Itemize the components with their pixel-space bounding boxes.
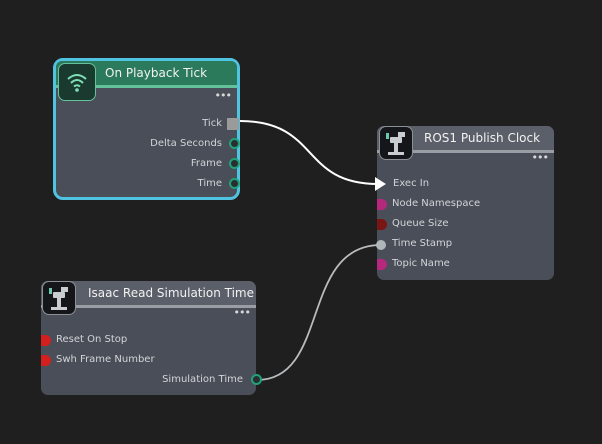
wire-tick-to-exec-in[interactable]	[239, 120, 379, 185]
node-header[interactable]	[41, 281, 256, 308]
node-title: Isaac Read Simulation Time	[88, 286, 254, 300]
node-title: On Playback Tick	[105, 66, 208, 80]
port-label-tick: Tick	[202, 118, 222, 129]
wire-simtime-to-timestamp[interactable]	[256, 244, 382, 381]
node-menu-button[interactable]: •••	[531, 151, 549, 164]
port-label-swh-frame-number: Swh Frame Number	[56, 354, 155, 365]
port-label-simulation-time: Simulation Time	[162, 374, 243, 385]
queue-size-pin[interactable]	[377, 219, 387, 230]
port-label-queue-size: Queue Size	[392, 218, 449, 229]
port-label-node-namespace: Node Namespace	[392, 198, 481, 209]
wireless-broadcast-icon	[58, 63, 96, 101]
port-label-delta-seconds: Delta Seconds	[150, 138, 222, 149]
node-menu-button[interactable]: •••	[233, 306, 251, 319]
node-namespace-pin[interactable]	[377, 199, 387, 210]
delta-seconds-output-pin[interactable]	[229, 138, 240, 149]
port-label-time-stamp: Time Stamp	[392, 238, 453, 249]
exec-in-pin[interactable]	[375, 177, 386, 191]
time-stamp-pin[interactable]	[376, 240, 386, 250]
on-playback-tick-node[interactable]: On Playback Tick ••• Tick Delta Seconds …	[53, 58, 240, 200]
robot-arm-icon	[379, 126, 413, 160]
tick-output-pin[interactable]	[227, 118, 239, 130]
time-output-pin[interactable]	[229, 178, 240, 189]
simulation-time-output-pin[interactable]	[251, 374, 262, 385]
port-label-topic-name: Topic Name	[392, 258, 450, 269]
swh-frame-number-pin[interactable]	[41, 355, 51, 366]
isaac-read-simulation-time-node[interactable]: Isaac Read Simulation Time ••• Reset On …	[41, 281, 262, 395]
topic-name-pin[interactable]	[377, 259, 387, 270]
port-label-frame: Frame	[190, 158, 222, 169]
frame-output-pin[interactable]	[229, 158, 240, 169]
reset-on-stop-pin[interactable]	[41, 335, 51, 346]
robot-arm-icon	[42, 281, 76, 315]
port-label-time: Time	[197, 178, 222, 189]
port-label-exec-in: Exec In	[393, 178, 430, 189]
ros1-publish-clock-node[interactable]: ROS1 Publish Clock ••• Exec In Node Name…	[375, 126, 554, 280]
port-label-reset-on-stop: Reset On Stop	[56, 334, 128, 345]
node-menu-button[interactable]: •••	[214, 89, 232, 102]
node-title: ROS1 Publish Clock	[424, 131, 541, 145]
